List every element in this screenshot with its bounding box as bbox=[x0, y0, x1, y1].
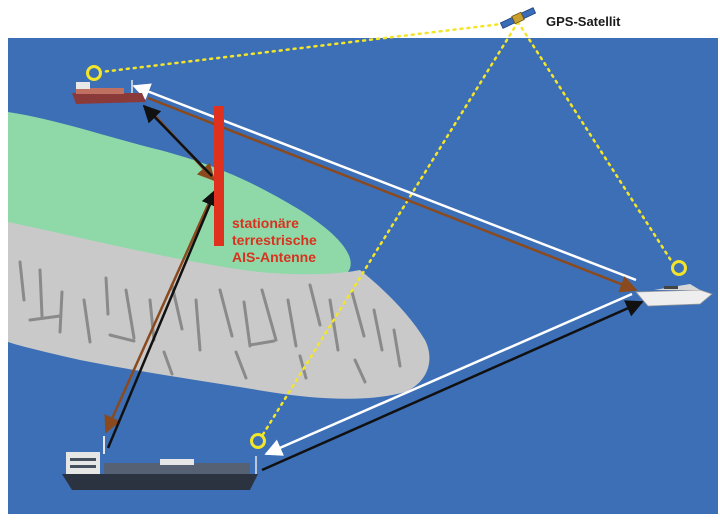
link-black-tanker-yacht bbox=[261, 300, 644, 472]
cargo-ship-icon bbox=[72, 80, 146, 104]
land-green-strip bbox=[8, 112, 351, 279]
link-brown-cargo-yacht bbox=[147, 96, 638, 293]
antenna-label: stationäre terrestrische AIS-Antenne bbox=[232, 215, 321, 265]
motor-yacht-icon bbox=[635, 284, 713, 307]
land-grey-peninsula bbox=[8, 222, 430, 399]
link-black-tanker-antenna bbox=[106, 188, 218, 449]
link-brown-antenna-tanker bbox=[104, 195, 214, 434]
satellite-label: GPS-Satellit bbox=[546, 14, 621, 29]
antenna-label-line2: terrestrische bbox=[232, 232, 317, 248]
ais-antenna-mast bbox=[214, 106, 224, 246]
tanker-ship-icon bbox=[62, 436, 258, 490]
satellite-icon bbox=[499, 7, 537, 29]
gps-link-cargo bbox=[99, 20, 520, 74]
gps-link-tanker bbox=[260, 20, 520, 438]
link-white-yacht-tanker bbox=[264, 292, 633, 456]
link-black-antenna-cargo bbox=[142, 104, 213, 177]
receiver-marker-cargo bbox=[86, 65, 102, 81]
antenna-label-line1: stationäre bbox=[232, 215, 299, 231]
gps-links bbox=[99, 20, 674, 438]
antenna-label-line3: AIS-Antenne bbox=[232, 249, 316, 265]
receiver-marker-yacht bbox=[671, 260, 687, 276]
terrain-marks bbox=[18, 260, 402, 384]
gps-link-yacht bbox=[516, 20, 674, 264]
receiver-marker-tanker bbox=[250, 433, 266, 449]
